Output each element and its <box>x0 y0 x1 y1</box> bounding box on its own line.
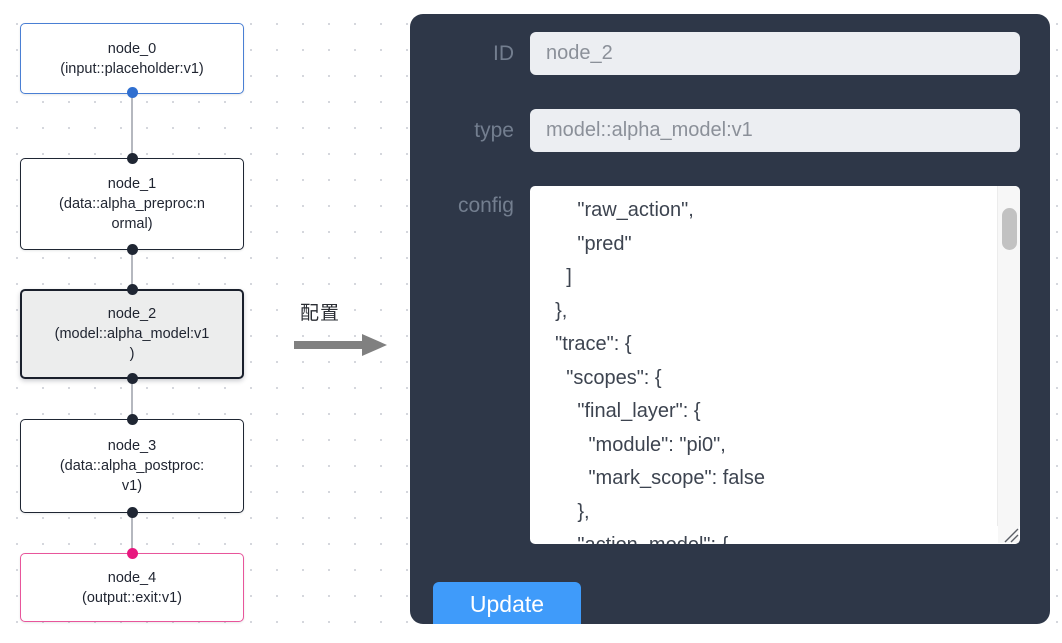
handle-node1-source[interactable] <box>126 244 138 255</box>
handle-node1-target[interactable] <box>126 153 138 164</box>
config-scrollbar-thumb[interactable] <box>1002 208 1017 250</box>
handle-node0-source[interactable] <box>126 87 138 98</box>
handle-node3-target[interactable] <box>126 414 138 425</box>
config-editor[interactable]: "raw_action", "pred" ] }, "trace": { "sc… <box>530 186 1020 544</box>
handle-node4-target[interactable] <box>126 548 138 559</box>
field-row-type: type <box>410 109 1050 152</box>
arrow-right-icon <box>294 334 387 356</box>
type-input[interactable] <box>530 109 1020 152</box>
edge-node3-node4 <box>131 511 133 557</box>
id-input[interactable] <box>530 32 1020 75</box>
annotation-arrow-group: 配置 <box>294 298 394 358</box>
node-config-panel: ID type config "raw_action", "pred" ] },… <box>410 14 1050 624</box>
graph-node-node_0[interactable]: node_0 (input::placeholder:v1) <box>20 23 244 94</box>
graph-node-label: node_0 (input::placeholder:v1) <box>60 40 204 77</box>
handle-node3-source[interactable] <box>126 507 138 518</box>
edge-node0-node1 <box>131 92 133 162</box>
type-field-label: type <box>474 118 514 142</box>
graph-node-label: node_4 (output::exit:v1) <box>82 569 182 606</box>
graph-node-node_2[interactable]: node_2 (model::alpha_model:v1 ) <box>20 289 244 379</box>
resize-grip-icon <box>1004 528 1019 543</box>
handle-node2-target[interactable] <box>126 284 138 295</box>
graph-node-node_3[interactable]: node_3 (data::alpha_postproc: v1) <box>20 419 244 513</box>
config-resize-handle[interactable] <box>998 522 1019 543</box>
handle-node2-source[interactable] <box>126 373 138 384</box>
graph-node-node_4[interactable]: node_4 (output::exit:v1) <box>20 553 244 622</box>
graph-node-label: node_2 (model::alpha_model:v1 ) <box>54 306 210 362</box>
annotation-caption: 配置 <box>300 302 341 324</box>
graph-node-node_1[interactable]: node_1 (data::alpha_preproc:n ormal) <box>20 158 244 250</box>
field-row-config: config "raw_action", "pred" ] }, "trace"… <box>410 186 1050 544</box>
update-button[interactable]: Update <box>433 582 581 624</box>
field-row-id: ID <box>410 32 1050 75</box>
id-field-label: ID <box>493 41 514 65</box>
config-scrollbar[interactable] <box>997 186 1020 526</box>
edge-node1-node2 <box>131 248 133 293</box>
edge-node2-node3 <box>131 377 133 423</box>
graph-node-label: node_1 (data::alpha_preproc:n ormal) <box>59 176 205 232</box>
graph-node-label: node_3 (data::alpha_postproc: v1) <box>59 438 205 494</box>
config-textarea[interactable]: "raw_action", "pred" ] }, "trace": { "sc… <box>555 199 765 544</box>
config-field-label: config <box>457 194 514 217</box>
